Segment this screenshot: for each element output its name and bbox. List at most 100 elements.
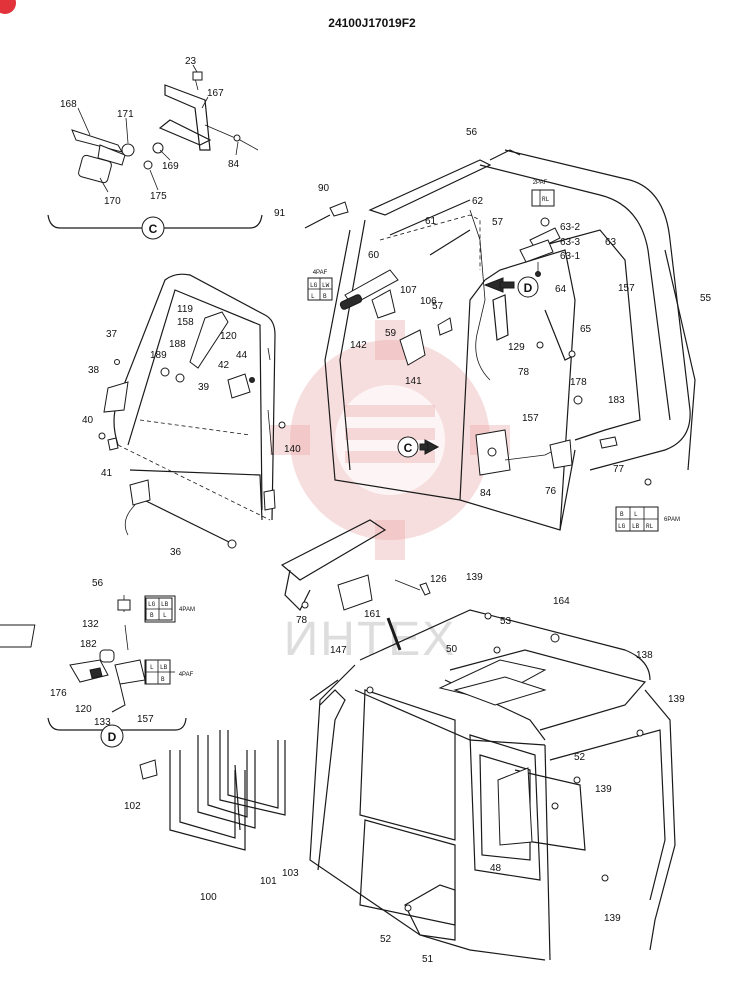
- callout: 167: [207, 88, 224, 99]
- callout: 36: [170, 547, 182, 558]
- svg-text:LB: LB: [632, 523, 640, 530]
- svg-text:L: L: [311, 293, 315, 300]
- svg-text:LG: LG: [148, 601, 156, 608]
- svg-text:B: B: [323, 293, 327, 300]
- callout: 129: [508, 342, 525, 353]
- callout: 77: [613, 464, 625, 475]
- callout: 171: [117, 109, 134, 120]
- callout: 120: [220, 331, 237, 342]
- callout: 42: [218, 360, 230, 371]
- svg-text:4PAF: 4PAF: [313, 270, 328, 276]
- callout: 120: [75, 704, 92, 715]
- svg-text:LB: LB: [161, 601, 169, 608]
- callout: 176: [50, 688, 67, 699]
- connector-4paf-top: 4PAF LG LW L B: [307, 270, 333, 301]
- svg-text:2PAF: 2PAF: [533, 180, 548, 186]
- callout: 157: [137, 714, 154, 725]
- callout: 40: [82, 415, 94, 426]
- callout: 157: [618, 283, 635, 294]
- callout: 164: [553, 596, 570, 607]
- callout: 161: [364, 609, 381, 620]
- svg-text:L: L: [163, 612, 167, 619]
- callout: 139: [466, 572, 483, 583]
- callout: 147: [330, 645, 347, 656]
- callout: 57: [492, 217, 504, 228]
- svg-text:L: L: [634, 511, 638, 518]
- callout: 183: [608, 395, 625, 406]
- drawing-code: 24100J17019F2: [328, 16, 416, 30]
- callout: 56: [92, 578, 104, 589]
- callout: 169: [162, 161, 179, 172]
- callout: 126: [430, 574, 447, 585]
- callout: 39: [198, 382, 210, 393]
- callout: 61: [425, 216, 437, 227]
- svg-text:B: B: [161, 676, 165, 683]
- callout: 63: [605, 237, 617, 248]
- callout: 106: [420, 296, 437, 307]
- callout: 50: [446, 644, 458, 655]
- view-c-detail: C: [47, 64, 263, 240]
- view-d-label: D: [108, 730, 117, 744]
- callout: 63-2: [560, 222, 580, 233]
- callout: 101: [260, 876, 277, 887]
- glass-seals: [139, 730, 286, 851]
- callout: 175: [150, 191, 167, 202]
- callout: 119: [177, 304, 193, 315]
- callout: 60: [368, 250, 380, 261]
- svg-text:LG: LG: [618, 523, 626, 530]
- callout: 189: [150, 350, 167, 361]
- callout: 157: [522, 413, 539, 424]
- callout: 76: [545, 486, 557, 497]
- callout: 51: [422, 954, 434, 965]
- callout: 56: [466, 127, 478, 138]
- callout: 139: [668, 694, 685, 705]
- callout: 100: [200, 892, 217, 903]
- view-c-label: C: [149, 222, 158, 236]
- callout: 78: [296, 615, 308, 626]
- callout: 133: [94, 717, 111, 728]
- callout: 132: [82, 619, 99, 630]
- callout: 63-1: [560, 251, 580, 262]
- watermark-text: ИНТЕХ: [284, 613, 457, 666]
- svg-text:RL: RL: [646, 523, 654, 530]
- callout: 59: [385, 328, 397, 339]
- callout: 41: [101, 468, 113, 479]
- callout: 141: [405, 376, 422, 387]
- callout: 90: [318, 183, 330, 194]
- callout: 84: [228, 159, 240, 170]
- svg-text:LB: LB: [160, 664, 168, 671]
- callout: 37: [106, 329, 118, 340]
- callout: 57: [432, 301, 444, 312]
- callout: 48: [490, 863, 502, 874]
- svg-text:4PAF: 4PAF: [179, 672, 194, 678]
- callout: 182: [80, 639, 97, 650]
- callout: 23: [185, 56, 197, 67]
- svg-text:6PAM: 6PAM: [664, 517, 680, 523]
- callout: 138: [636, 650, 653, 661]
- connector-2paf: 2PAF RL: [531, 180, 555, 207]
- connector-6pam: 6PAM B L LG LB RL: [615, 506, 680, 532]
- callout: 53: [500, 616, 512, 627]
- svg-text:L: L: [150, 664, 154, 671]
- callout: 102: [124, 801, 141, 812]
- svg-text:LG: LG: [310, 282, 318, 289]
- callout: 140: [284, 444, 301, 455]
- callout: 139: [604, 913, 621, 924]
- callout: 107: [400, 285, 417, 296]
- svg-text:LW: LW: [322, 282, 330, 289]
- svg-text:B: B: [620, 511, 624, 518]
- callout: 168: [60, 99, 77, 110]
- cab-assembly: D C: [304, 149, 696, 531]
- svg-text:4PAM: 4PAM: [179, 607, 195, 613]
- callout: 44: [236, 350, 248, 361]
- floor-plate: [280, 519, 431, 651]
- callout: 52: [574, 752, 586, 763]
- callout: 84: [480, 488, 492, 499]
- callout: 178: [570, 377, 587, 388]
- callout: 78: [518, 367, 530, 378]
- callout: 52: [380, 934, 392, 945]
- callout: 55: [700, 293, 712, 304]
- callout: 142: [350, 340, 367, 351]
- callout: 158: [177, 317, 194, 328]
